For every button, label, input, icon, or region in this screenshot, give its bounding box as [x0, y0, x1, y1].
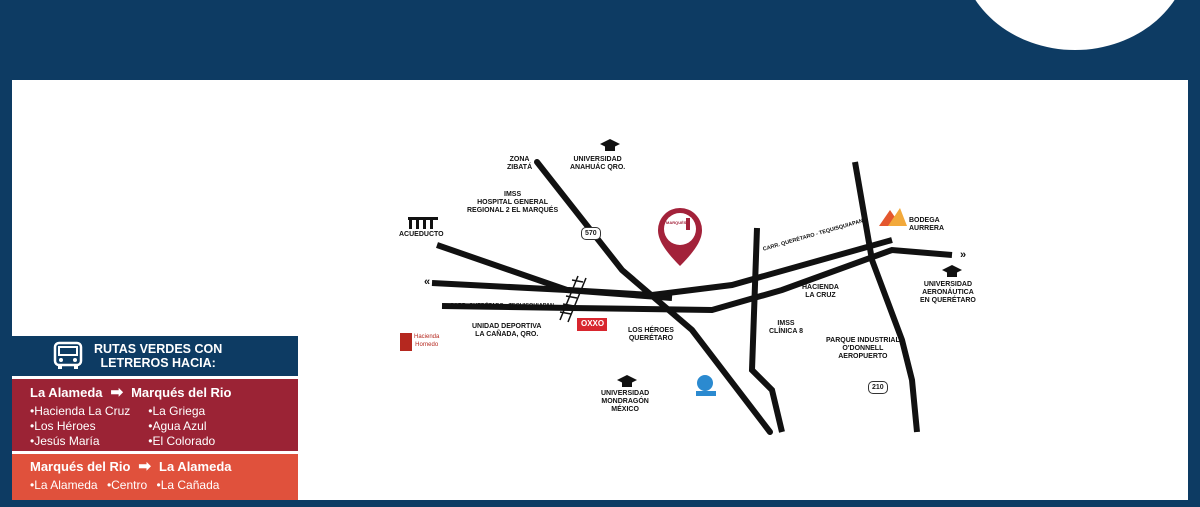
- label-hacienda-brand: Hacienda Hornedo: [414, 334, 440, 348]
- route-block-marques-to-alameda: Marqués del Rio ➡ La Alameda •La Alameda…: [12, 454, 298, 500]
- list-item: •Jesús María: [30, 434, 100, 448]
- location-marker-icon: [658, 208, 702, 266]
- road-map: [400, 139, 962, 435]
- label-imss-hospital: IMSS HOSPITAL GENERAL REGIONAL 2 EL MARQ…: [467, 191, 559, 214]
- railway: [559, 275, 587, 323]
- label-parque-industrial: PARQUE INDUSTRIAL O'DONNELL AEROPUERTO: [826, 337, 900, 360]
- label-zona-zibata: ZONA ZIBATÁ: [507, 156, 533, 171]
- highway-badge-210: 210: [868, 381, 888, 394]
- label-universidad-anahuac: UNIVERSIDAD ANAHUÁC QRO.: [570, 156, 626, 171]
- chevron-left-icon: «: [424, 276, 431, 288]
- oxxo-logo-icon: [577, 318, 607, 331]
- chevron-right-icon: »: [960, 249, 967, 261]
- list-item: •La Griega: [148, 404, 206, 418]
- label-unidad-deportiva: UNIDAD DEPORTIVA LA CAÑADA, QRO.: [472, 323, 542, 338]
- aqueduct-icon: [408, 217, 438, 229]
- route1-stops: •Hacienda La Cruz •Los Héroes •Jesús Mar…: [30, 404, 286, 449]
- road-carr-queretaro: [431, 237, 893, 299]
- route1-stops-col1: •Hacienda La Cruz •Los Héroes •Jesús Mar…: [30, 404, 130, 449]
- route2-to: La Alameda: [159, 458, 232, 474]
- highway-badge-570: 570: [581, 227, 601, 240]
- routes-title: RUTAS VERDES CON LETREROS HACIA:: [94, 342, 223, 370]
- label-bodega-aurrera: BODEGA AURRERA: [909, 217, 944, 232]
- list-item: •Centro: [106, 478, 148, 492]
- list-item: •Hacienda La Cruz: [30, 404, 131, 418]
- list-item: •La Alameda: [30, 478, 98, 492]
- label-hacienda-la-cruz: HACIENDA LA CRUZ: [802, 284, 839, 299]
- route-block-alameda-to-marques: La Alameda ➡ Marqués del Rio •Hacienda L…: [12, 379, 298, 451]
- road-vertical-middle: [748, 227, 785, 433]
- label-universidad-mondragon: UNIVERSIDAD MONDRAGÓN MÉXICO: [601, 390, 650, 413]
- label-imss-clinica: IMSS CLÍNICA 8: [769, 320, 803, 335]
- marker-label: MARQUÉS: [666, 220, 687, 225]
- road-label-lower: CARR. QUERÉTARO - TEQUISQUIAPAN: [450, 303, 554, 309]
- label-universidad-aeronautica: UNIVERSIDAD AERONÁUTICA EN QUERÉTARO: [920, 281, 976, 304]
- graduation-cap-icon: [600, 139, 620, 151]
- bodega-aurrera-logo-icon: [879, 208, 907, 226]
- label-los-heroes: LOS HÉROES QUERÉTARO: [628, 327, 674, 342]
- label-oxxo: OXXO: [581, 319, 605, 328]
- list-item: •Los Héroes: [30, 419, 96, 433]
- list-item: •La Cañada: [156, 478, 220, 492]
- route1-heading: La Alameda ➡ Marqués del Rio: [30, 383, 286, 401]
- routes-header: RUTAS VERDES CON LETREROS HACIA:: [12, 336, 298, 376]
- road-vertical-east: [852, 161, 920, 433]
- label-acueducto: ACUEDUCTO: [399, 231, 444, 238]
- route2-stops: •La Alameda •Centro •La Cañada: [30, 478, 286, 493]
- graduation-cap-icon: [942, 265, 962, 277]
- route2-heading: Marqués del Rio ➡ La Alameda: [30, 457, 286, 475]
- graduation-cap-icon: [617, 375, 637, 387]
- arrow-right-icon: ➡: [138, 458, 151, 475]
- arrow-right-icon: ➡: [110, 384, 124, 401]
- road-lower: [441, 246, 953, 314]
- list-item: •El Colorado: [148, 434, 216, 448]
- bus-icon: [53, 341, 83, 369]
- route2-from: Marqués del Rio: [30, 458, 131, 474]
- bus-routes-legend: RUTAS VERDES CON LETREROS HACIA: La Alam…: [12, 336, 298, 500]
- route1-from: La Alameda: [30, 384, 103, 400]
- road-diagonal: [534, 159, 773, 435]
- hacienda-logo-icon: [400, 333, 412, 351]
- list-item: •Agua Azul: [148, 419, 207, 433]
- brand-badge-icon: [696, 375, 716, 396]
- route1-stops-col2: •La Griega •Agua Azul •El Colorado: [148, 404, 215, 449]
- route1-to: Marqués del Rio: [131, 384, 232, 400]
